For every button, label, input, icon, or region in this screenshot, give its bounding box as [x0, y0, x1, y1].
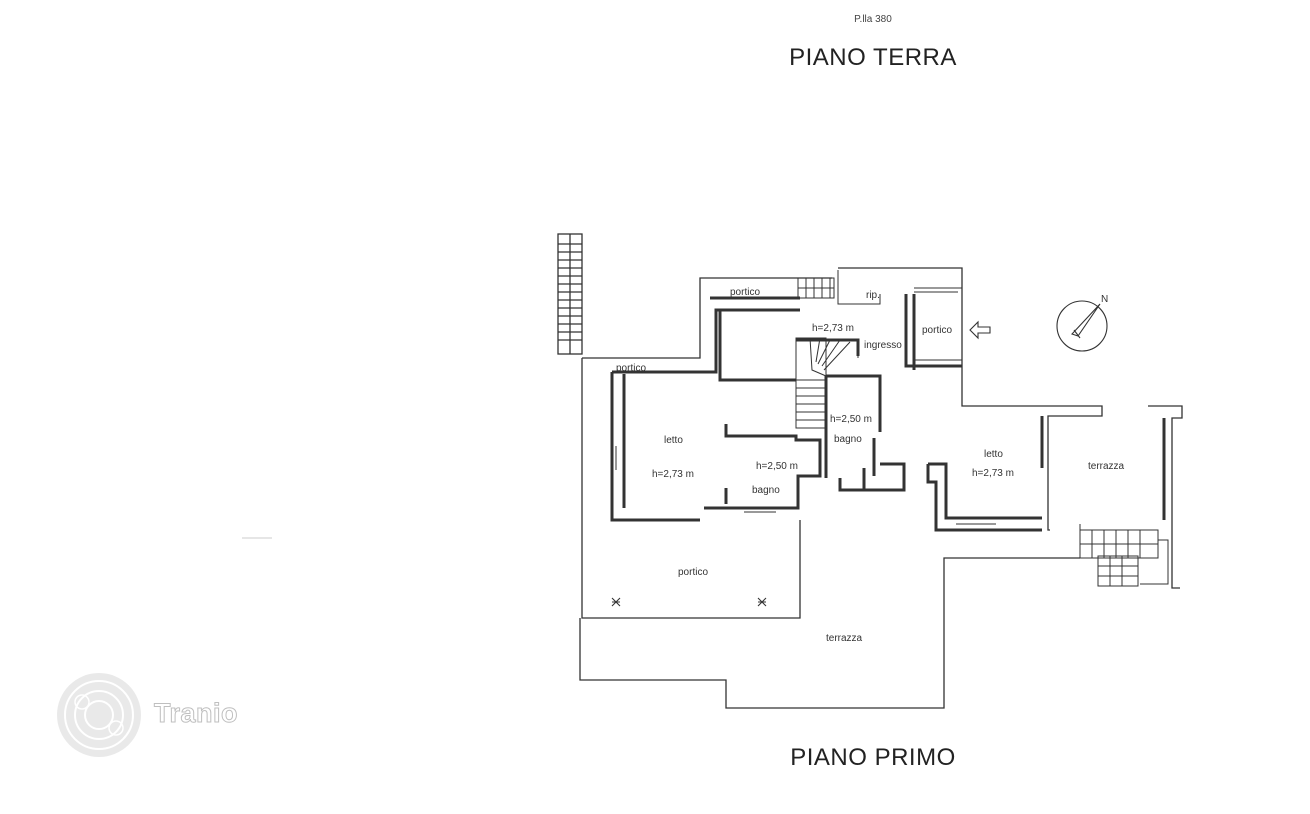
west-staircase [557, 233, 583, 355]
label-height-ingresso: h=2,73 m [812, 323, 854, 334]
outer-walls [579, 267, 1183, 709]
label-height-letto-left: h=2,73 m [652, 469, 694, 480]
label-portico-west: portico [616, 363, 646, 374]
interior-walls [610, 294, 1166, 532]
label-height-bagno-mid: h=2,50 m [756, 461, 798, 472]
floor-title-ground: PIANO TERRA [789, 44, 957, 71]
label-ingresso: ingresso [864, 340, 902, 351]
label-portico-entry: portico [922, 325, 952, 336]
columns [611, 597, 767, 607]
label-terrazza-south: terrazza [826, 633, 863, 644]
tranio-logo-icon [57, 673, 141, 757]
entry-arrow-icon [969, 320, 991, 340]
compass-north-label: N [1101, 294, 1108, 305]
floor-title-first: PIANO PRIMO [790, 744, 956, 771]
label-portico-north: portico [730, 287, 760, 298]
label-bagno-mid: bagno [752, 485, 780, 496]
north-stair [797, 277, 835, 299]
room-labels: portico rip. portico h=2,73 m ingresso p… [616, 287, 1125, 644]
label-terrazza-east: terrazza [1088, 461, 1125, 472]
label-letto-right: letto [984, 449, 1003, 460]
label-height-bagno-right: h=2,50 m [830, 414, 872, 425]
label-portico-south: portico [678, 567, 708, 578]
label-bagno-right: bagno [834, 434, 862, 445]
label-rip: rip. [866, 290, 880, 301]
label-letto-left: letto [664, 435, 683, 446]
compass-icon [1056, 300, 1108, 352]
sheet-reference: P.lla 380 [854, 14, 892, 25]
openings [615, 270, 996, 525]
watermark-text: Tranio [153, 698, 239, 729]
east-staircase [1079, 524, 1169, 587]
internal-staircase [795, 337, 859, 429]
label-height-letto-right: h=2,73 m [972, 468, 1014, 479]
